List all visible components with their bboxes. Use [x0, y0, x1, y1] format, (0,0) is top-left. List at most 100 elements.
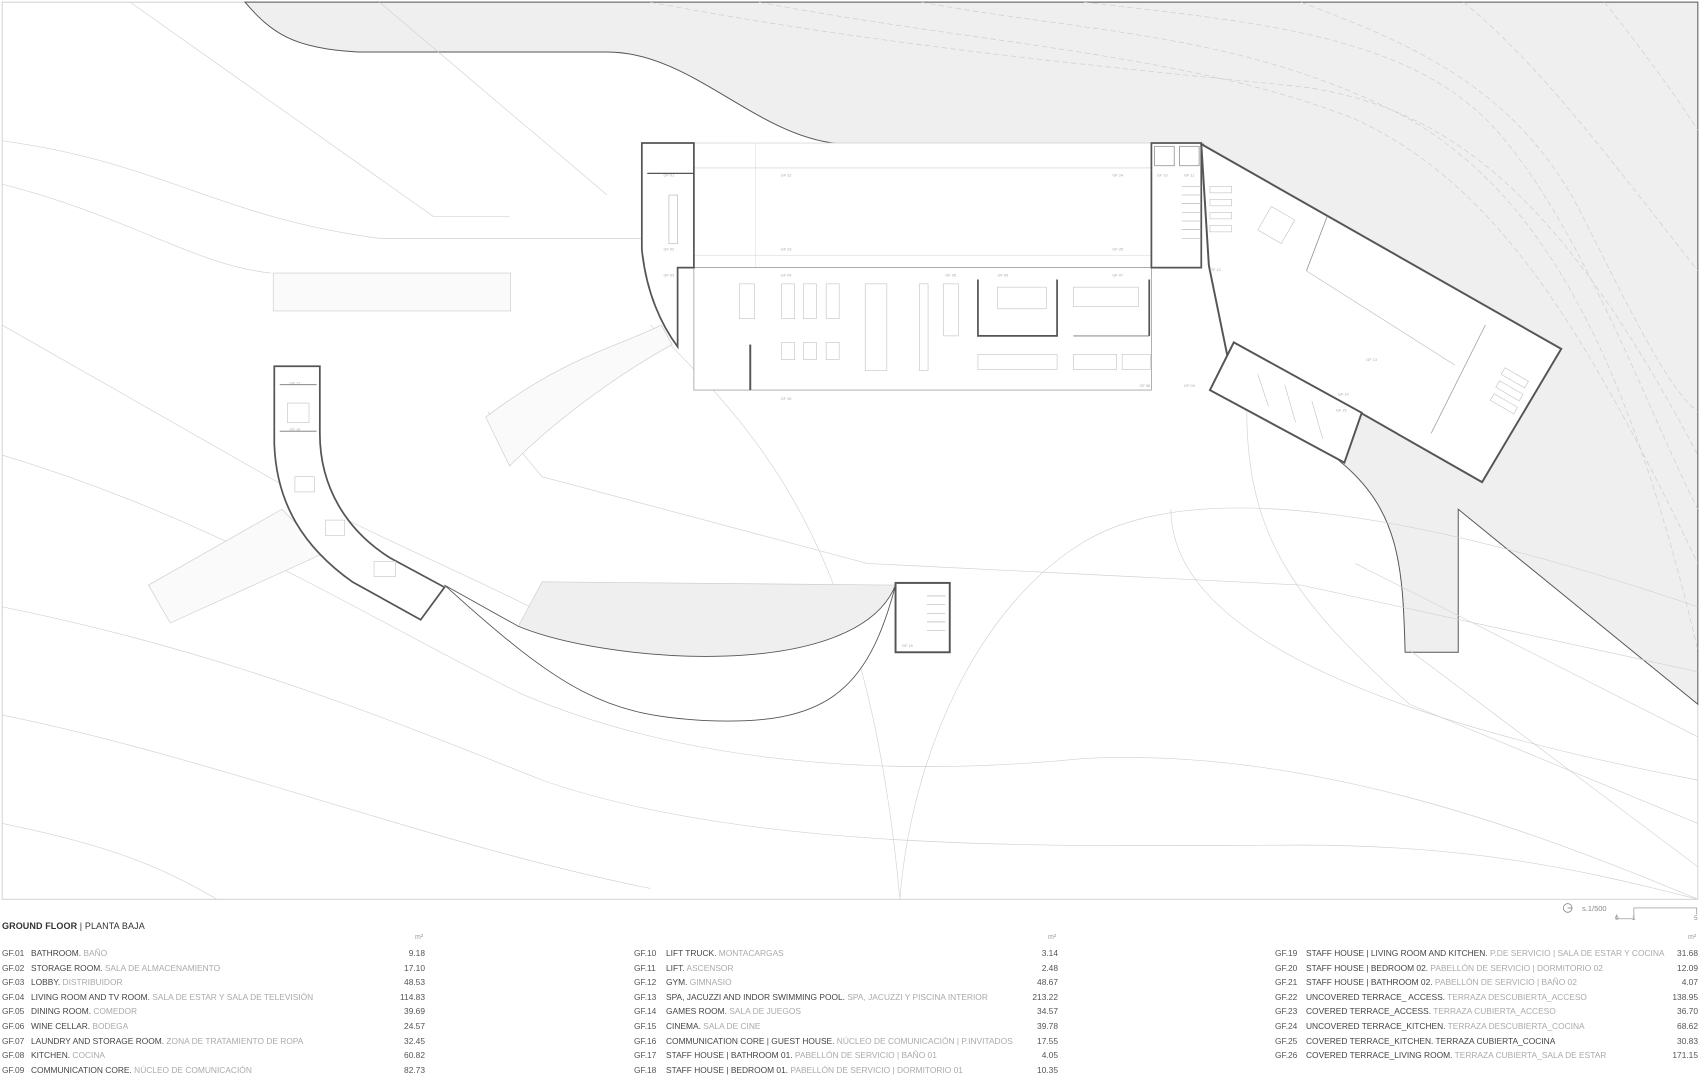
room-area: 60.82 [404, 1050, 425, 1061]
main-house [640, 142, 1203, 391]
legend-title-en: GROUND FLOOR [2, 921, 78, 931]
plan-label: GF 01 [664, 173, 675, 178]
legend-row: GF.22 UNCOVERED TERRACE_ ACCESS. TERRAZA … [1275, 990, 1698, 1004]
spa-wing [1200, 142, 1563, 484]
plan-label: GF 05 [945, 272, 956, 277]
room-code: GF.26 [1275, 1050, 1298, 1061]
room-name-es: TERRAZA CUBIERTA_SALA DE ESTAR [1452, 1050, 1607, 1061]
room-area: 138.95 [1672, 991, 1698, 1002]
plan-label: GF 13 [1366, 357, 1377, 362]
room-code: GF.21 [1275, 977, 1298, 988]
plan-label: GF 02 [664, 246, 675, 251]
room-name: CINEMA. SALA DE CINE [666, 1019, 760, 1033]
room-area: 171.15 [1672, 1050, 1698, 1061]
legend-row: GF.21 STAFF HOUSE | BATHROOM 02. PABELLÓN… [1275, 975, 1698, 989]
room-name: KITCHEN. COCINA [31, 1048, 105, 1062]
legend-row: GF.17 STAFF HOUSE | BATHROOM 01. PABELLÓN… [634, 1048, 1058, 1062]
room-name-en: LAUNDRY AND STORAGE ROOM. [31, 1035, 165, 1046]
legend-title: GROUND FLOOR | PLANTA BAJA [2, 921, 145, 931]
room-area: 12.09 [1677, 962, 1698, 973]
room-name: STAFF HOUSE | BEDROOM 01. PABELLÓN DE SE… [666, 1063, 963, 1077]
room-code: GF.17 [634, 1050, 657, 1061]
room-code: GF.25 [1275, 1035, 1298, 1046]
plan-label: GF 11 [1184, 173, 1195, 178]
room-name-en: LOBBY. [31, 977, 61, 988]
room-area: 34.57 [1037, 1006, 1058, 1017]
room-name-es: BAÑO [81, 948, 108, 958]
room-area: 4.07 [1681, 977, 1698, 988]
room-name-en: STAFF HOUSE | BATHROOM 01. [666, 1050, 793, 1061]
site-contours [2, 1, 1699, 900]
room-name: LAUNDRY AND STORAGE ROOM. ZONA DE TRATAM… [31, 1034, 303, 1048]
room-name-en: COVERED TERRACE_ACCESS. [1306, 1006, 1432, 1017]
plan-label: GF 26 [781, 396, 792, 401]
legend-title-sep: | [77, 921, 85, 931]
room-name-en: COVERED TERRACE_KITCHEN. TERRAZA CUBIERT… [1306, 1035, 1556, 1046]
room-code: GF.06 [2, 1021, 25, 1031]
room-area: 17.10 [404, 962, 425, 973]
room-name-es: PABELLÓN DE SERVICIO | BAÑO 01 [792, 1050, 937, 1061]
room-code: GF.22 [1275, 991, 1298, 1002]
room-name-es: ASCENSOR [684, 962, 734, 973]
room-name-en: BATHROOM. [31, 948, 82, 958]
room-name-en: LIFT TRUCK. [666, 948, 717, 958]
room-area: 39.69 [404, 1006, 425, 1017]
room-name-en: STORAGE ROOM. [31, 962, 103, 973]
room-name-es: P.DE SERVICIO | SALA DE ESTAR Y COCINA [1487, 948, 1665, 958]
room-name-en: GAMES ROOM. [666, 1006, 727, 1017]
legend-row: GF.08 KITCHEN. COCINA 60.82 [2, 1048, 425, 1062]
room-name-es: TERRAZA CUBIERTA_ACCESO [1431, 1006, 1556, 1017]
room-name-en: STAFF HOUSE | LIVING ROOM AND KITCHEN. [1306, 948, 1488, 958]
room-area: 114.83 [400, 991, 425, 1002]
scale-label: s.1/500 [1582, 904, 1607, 913]
legend-row: GF.25 COVERED TERRACE_KITCHEN. TERRAZA CU… [1275, 1034, 1698, 1048]
room-code: GF.15 [634, 1021, 657, 1031]
room-area: 48.53 [404, 977, 425, 988]
room-code: GF.18 [634, 1064, 657, 1075]
room-name-es: SPA, JACUZZI Y PISCINA INTERIOR [845, 991, 988, 1002]
room-name-en: LIFT. [666, 962, 685, 973]
room-code: GF.09 [2, 1064, 25, 1075]
entrance-strip [272, 272, 511, 312]
room-code: GF.16 [634, 1035, 657, 1046]
room-name: STAFF HOUSE | BATHROOM 02. PABELLÓN DE S… [1306, 975, 1577, 989]
room-area: 10.35 [1037, 1064, 1058, 1075]
plan-label: GF 17 [289, 381, 300, 386]
room-name: UNCOVERED TERRACE_ ACCESS. TERRAZA DESCU… [1306, 990, 1587, 1004]
room-name: COMMUNICATION CORE. NÚCLEO DE COMUNICACI… [31, 1063, 252, 1077]
room-name-es: COMEDOR [91, 1006, 138, 1017]
room-code: GF.19 [1275, 948, 1298, 958]
room-name-es: SALA DE ALMACENAMIENTO [102, 962, 221, 973]
room-name: COVERED TERRACE_KITCHEN. TERRAZA CUBIERT… [1306, 1034, 1555, 1048]
room-name-es: BODEGA [90, 1021, 129, 1031]
room-code: GF.03 [2, 977, 25, 988]
staff-house [273, 365, 446, 621]
room-name-en: GYM. [666, 977, 688, 988]
plan-label: GF 16 [902, 643, 913, 648]
access-path-center [485, 324, 673, 467]
room-name-en: UNCOVERED TERRACE_ ACCESS. [1306, 991, 1445, 1002]
garden-lawn [444, 584, 896, 722]
unit-label: m² [1048, 934, 1057, 941]
room-code: GF.08 [2, 1050, 25, 1061]
plan-label: GF 15 [1336, 408, 1347, 413]
room-area: 36.70 [1677, 1006, 1698, 1017]
room-code: GF.04 [2, 991, 25, 1002]
room-name: WINE CELLAR. BODEGA [31, 1019, 128, 1033]
room-name-es: GIMNASIO [687, 977, 732, 988]
plan-label: GF 22 [781, 173, 792, 178]
room-name: COVERED TERRACE_LIVING ROOM. TERRAZA CUB… [1306, 1048, 1606, 1062]
plan-label: GF 07 [1112, 272, 1123, 277]
